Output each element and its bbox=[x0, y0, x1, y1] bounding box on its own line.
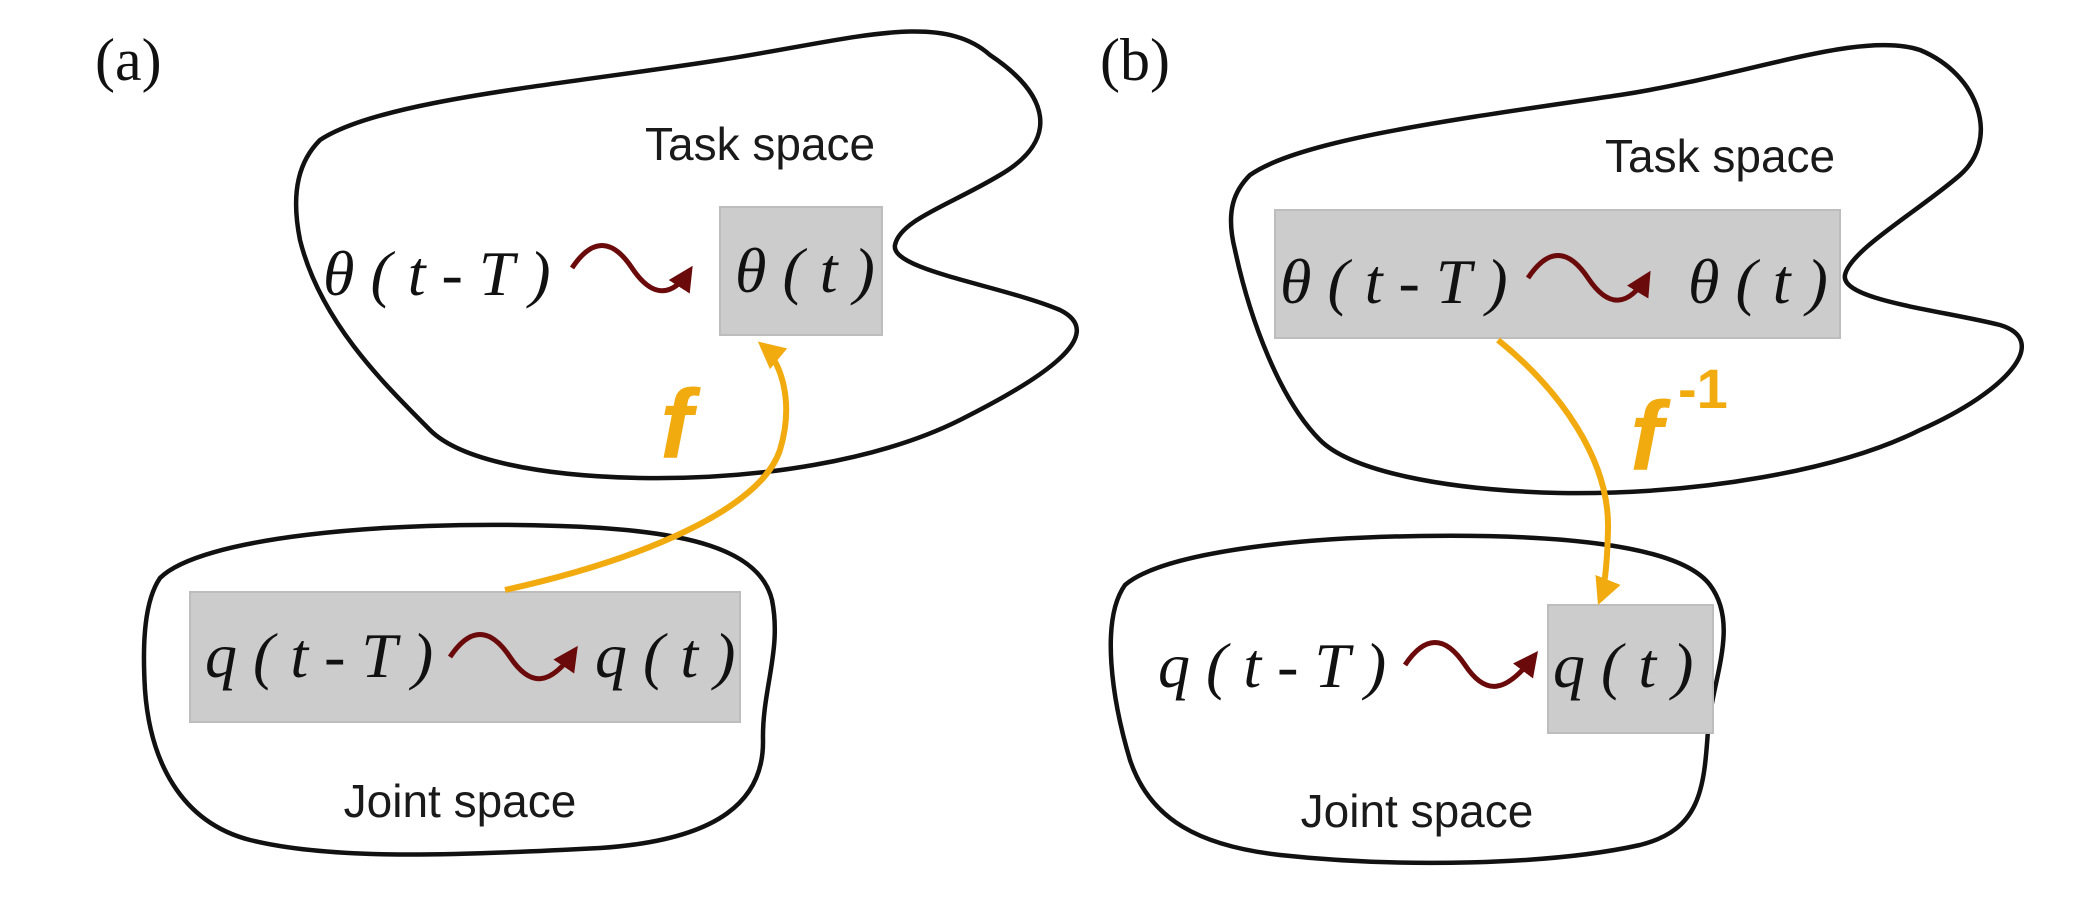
panel-b-mapping-arrow bbox=[1496, 337, 1621, 606]
panel-a-mapping-arrow bbox=[504, 341, 790, 593]
panel-a-joint-space-region bbox=[141, 522, 778, 857]
panel-b-mapping-f: f bbox=[1630, 381, 1671, 491]
panel-a-joint-highlight bbox=[189, 591, 741, 723]
panel-b-q-prev: q ( t - T ) bbox=[1158, 630, 1386, 701]
panel-a-theta-now-highlight bbox=[719, 206, 883, 336]
panel-a-label: (a) bbox=[95, 27, 162, 93]
panel-b-theta-now: θ ( t ) bbox=[1688, 246, 1828, 317]
panel-b-label: (b) bbox=[1100, 27, 1170, 93]
panel-a-theta-prev: θ ( t - T ) bbox=[323, 238, 551, 309]
panel-b-joint-space-region bbox=[1108, 533, 1726, 866]
panel-b-task-space-label: Task space bbox=[1605, 130, 1835, 182]
panel-a-q-now: q ( t ) bbox=[595, 620, 735, 691]
panel-b-theta-transition-arrow bbox=[1525, 253, 1651, 303]
panel-b-q-now-highlight bbox=[1547, 604, 1714, 734]
panel-a-theta-transition-arrow bbox=[569, 243, 693, 294]
panel-a: (a) Task space Joint space θ ( t - T ) θ… bbox=[95, 27, 1079, 857]
panel-a-joint-space-label: Joint space bbox=[344, 775, 577, 827]
panel-a-q-transition-arrow bbox=[447, 632, 578, 682]
panel-b-joint-space-label: Joint space bbox=[1301, 785, 1534, 837]
panel-a-mapping-f: f bbox=[660, 369, 701, 479]
panel-b-q-transition-arrow bbox=[1402, 640, 1539, 689]
panel-a-task-space-label: Task space bbox=[645, 118, 875, 170]
panel-b-theta-prev: θ ( t - T ) bbox=[1280, 246, 1508, 317]
panel-b-mapping-superscript: -1 bbox=[1678, 357, 1728, 420]
panel-a-theta-now: θ ( t ) bbox=[735, 235, 875, 306]
panel-b-task-highlight bbox=[1274, 209, 1841, 339]
panel-b: (b) Task space Joint space θ ( t - T ) θ… bbox=[1100, 27, 2024, 866]
panel-b-q-now: q ( t ) bbox=[1553, 630, 1693, 701]
panel-a-q-prev: q ( t - T ) bbox=[205, 620, 433, 691]
panel-a-task-space-region bbox=[293, 29, 1079, 481]
panel-b-task-space-region bbox=[1228, 42, 2024, 496]
